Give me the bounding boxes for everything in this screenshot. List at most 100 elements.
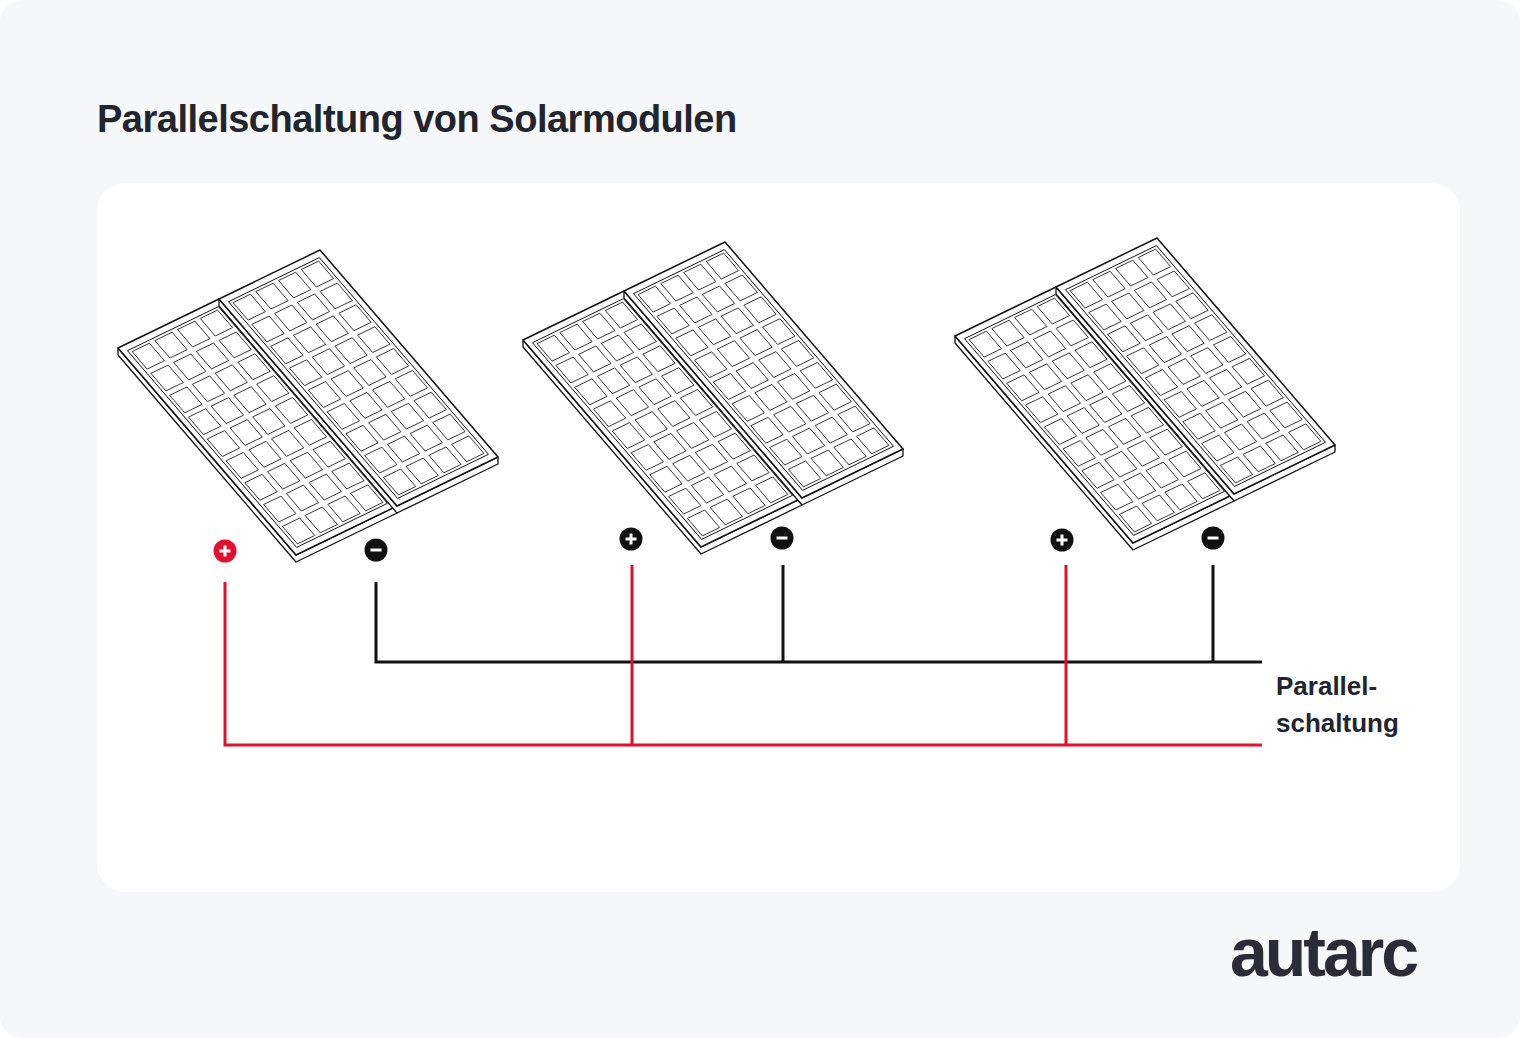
module-frame — [624, 242, 903, 498]
negative-wire — [1212, 565, 1215, 662]
solar-cell — [312, 349, 344, 375]
solar-cell — [1191, 348, 1223, 374]
terminal-sign — [630, 534, 633, 545]
minus-terminal — [771, 527, 794, 550]
solar-cell — [1070, 282, 1102, 308]
solar-cell — [811, 450, 843, 476]
solar-cell — [695, 352, 727, 378]
solar-cell — [290, 452, 322, 478]
solar-cell — [815, 417, 847, 443]
solar-cell — [308, 382, 340, 408]
solar-cell — [272, 430, 304, 456]
plus-terminal — [214, 540, 237, 563]
solar-cell — [770, 439, 802, 465]
solar-cell — [1108, 326, 1140, 352]
solar-cell — [597, 368, 629, 394]
solar-cell — [594, 401, 626, 427]
solar-cell — [252, 316, 284, 342]
solar-cell — [233, 294, 265, 320]
solar-cell — [1093, 271, 1125, 297]
positive-wire — [1065, 565, 1068, 745]
solar-cell — [282, 518, 314, 544]
module-inner-frame — [634, 250, 894, 491]
solar-cell — [1172, 326, 1204, 352]
solar-cell — [763, 319, 795, 345]
solar-cell — [687, 510, 719, 536]
solar-cell — [1146, 462, 1178, 488]
solar-cell — [714, 466, 746, 492]
solar-cell — [1220, 457, 1252, 483]
solar-cell — [1101, 484, 1133, 510]
negative-wire — [376, 582, 1262, 662]
solar-cell — [429, 447, 461, 473]
solar-cell — [1228, 391, 1260, 417]
solar-cell — [373, 381, 405, 407]
solar-cell — [620, 357, 652, 383]
solar-cell — [256, 283, 288, 309]
solar-cell — [676, 330, 708, 356]
solar-cell — [1210, 369, 1242, 395]
module-inner-frame — [1066, 246, 1326, 487]
solar-cell — [271, 338, 303, 364]
solar-cell — [1266, 435, 1298, 461]
solar-cell — [560, 324, 592, 350]
terminal-dot — [771, 527, 794, 550]
solar-cell — [410, 425, 442, 451]
solar-cell — [819, 384, 851, 410]
solar-cell — [189, 409, 221, 435]
solar-cell — [638, 286, 670, 312]
solar-cell — [1142, 495, 1174, 521]
solar-cell — [778, 373, 810, 399]
solar-cell — [774, 406, 806, 432]
solar-cell — [328, 496, 360, 522]
solar-cell — [151, 365, 183, 391]
solar-cell — [755, 384, 787, 410]
solar-cell — [1202, 435, 1234, 461]
solar-cell — [725, 275, 757, 301]
solar-cell — [387, 436, 419, 462]
solar-cell — [635, 412, 667, 438]
solar-cell — [245, 474, 277, 500]
solar-cell — [1130, 315, 1162, 341]
solar-cell — [1105, 451, 1137, 477]
solar-cell — [1082, 462, 1114, 488]
module-inner-frame — [229, 258, 489, 499]
solar-cell — [1089, 304, 1121, 330]
solar-cell — [320, 283, 352, 309]
brand-logo: autarc — [1230, 912, 1416, 992]
terminal-sign — [1208, 537, 1219, 540]
solar-cell — [1176, 293, 1208, 319]
solar-cell — [226, 453, 258, 479]
solar-cell — [331, 371, 363, 397]
minus-terminal — [1202, 527, 1225, 550]
solar-cell — [1071, 375, 1103, 401]
solar-cell — [740, 330, 772, 356]
solar-cell — [792, 428, 824, 454]
solar-cell — [706, 253, 738, 279]
solar-cell — [1026, 397, 1058, 423]
solar-cell — [677, 422, 709, 448]
solar-cell — [1007, 375, 1039, 401]
wiring — [225, 565, 1262, 745]
solar-cell — [1168, 359, 1200, 385]
solar-cell — [211, 398, 243, 424]
solar-cell — [452, 436, 484, 462]
solar-cell — [275, 305, 307, 331]
solar-cell — [1011, 342, 1043, 368]
solar-cell — [268, 463, 300, 489]
solar-cell — [1195, 315, 1227, 341]
solar-cell — [1052, 353, 1084, 379]
solar-cell — [684, 264, 716, 290]
wiring-label: Parallel- schaltung — [1276, 668, 1436, 742]
solar-cell — [654, 433, 686, 459]
solar-cell — [788, 461, 820, 487]
solar-cell — [1165, 484, 1197, 510]
solar-cell — [1127, 348, 1159, 374]
solar-cell — [1119, 506, 1151, 532]
solar-cell — [857, 428, 889, 454]
solar-cell — [170, 387, 202, 413]
solar-cell — [661, 275, 693, 301]
terminal-dot — [214, 540, 237, 563]
solar-cell — [290, 360, 322, 386]
